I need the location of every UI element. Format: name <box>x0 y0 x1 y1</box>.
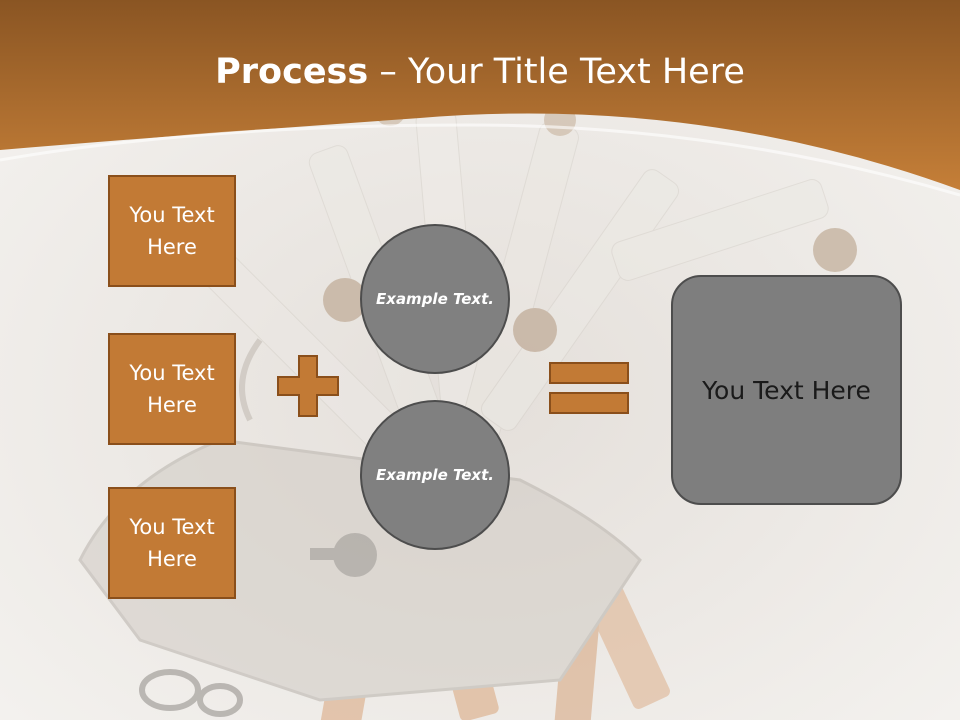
plus-icon <box>277 355 339 417</box>
slide-title: Process – Your Title Text Here <box>0 52 960 92</box>
result-box[interactable]: You Text Here <box>671 275 902 505</box>
example-circle-1[interactable]: Example Text. <box>360 224 510 374</box>
title-bold: Process <box>215 52 369 92</box>
text-box-label: You Text Here <box>129 203 215 259</box>
equals-icon <box>549 362 629 414</box>
text-box-1[interactable]: You Text Here <box>108 175 236 287</box>
header-band <box>0 0 960 197</box>
circle-label: Example Text. <box>376 289 494 308</box>
circle-label: Example Text. <box>376 465 494 484</box>
text-box-2[interactable]: You Text Here <box>108 333 236 445</box>
example-circle-2[interactable]: Example Text. <box>360 400 510 550</box>
title-rest: – Your Title Text Here <box>368 52 745 92</box>
result-label: You Text Here <box>702 375 871 405</box>
text-box-label: You Text Here <box>129 515 215 571</box>
text-box-label: You Text Here <box>129 361 215 417</box>
text-box-3[interactable]: You Text Here <box>108 487 236 599</box>
